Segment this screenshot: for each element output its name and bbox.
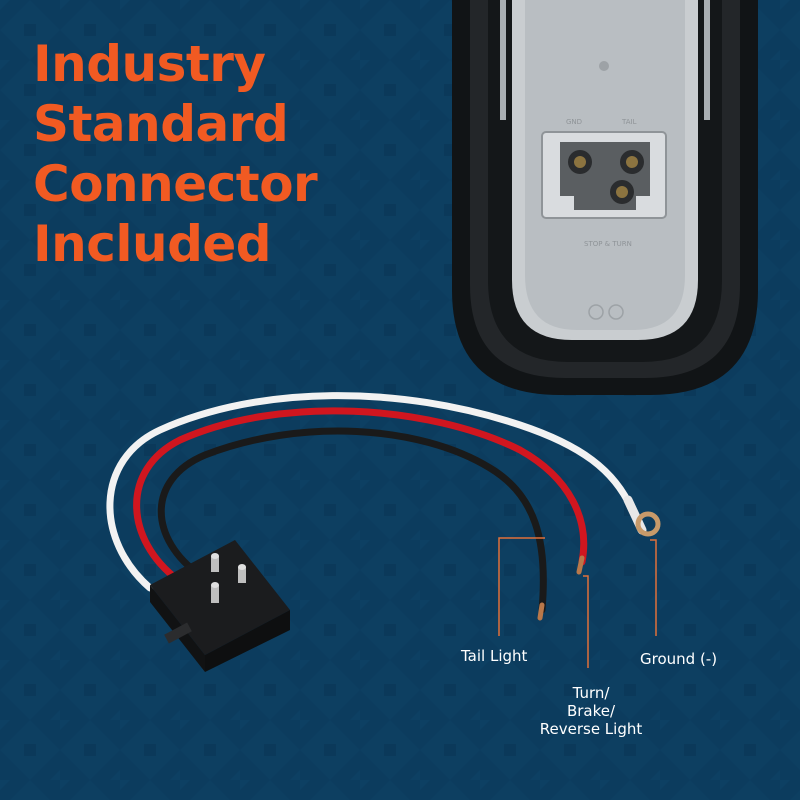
white-wire [106,392,636,592]
turn-label-line: Reverse Light [539,720,643,738]
turn-label-line: Brake/ [566,702,616,720]
tail-light-label: Tail Light [461,647,528,665]
ground-callout-line [650,539,657,636]
ground-label: Ground (-) [640,650,718,668]
turn-brake-reverse-label: Turn/ Brake/ Reverse Light [532,684,650,738]
headline: Industry Standard Connector Included [33,34,318,274]
headline-line: Industry [33,35,266,93]
three-pin-plug-icon [150,540,290,672]
tail-light-callout-line [498,537,545,636]
callout-lines [498,537,657,668]
wire-harness [106,392,636,621]
lamp-socket [541,131,667,219]
headline-line: Included [33,215,272,273]
turn-callout-line [583,575,589,668]
headline-line: Standard [33,95,289,153]
red-wire [133,407,588,584]
ring-terminal-icon [623,495,661,537]
tail-light-lamp-icon: GND TAIL STOP & TURN [452,0,758,395]
socket-label-tail: TAIL [621,118,637,126]
headline-line: Connector [33,155,318,213]
socket-label-gnd: GND [566,118,582,126]
turn-label-line: Turn/ [572,684,610,702]
socket-label-stop-turn: STOP & TURN [584,240,632,248]
black-wire [157,427,547,614]
